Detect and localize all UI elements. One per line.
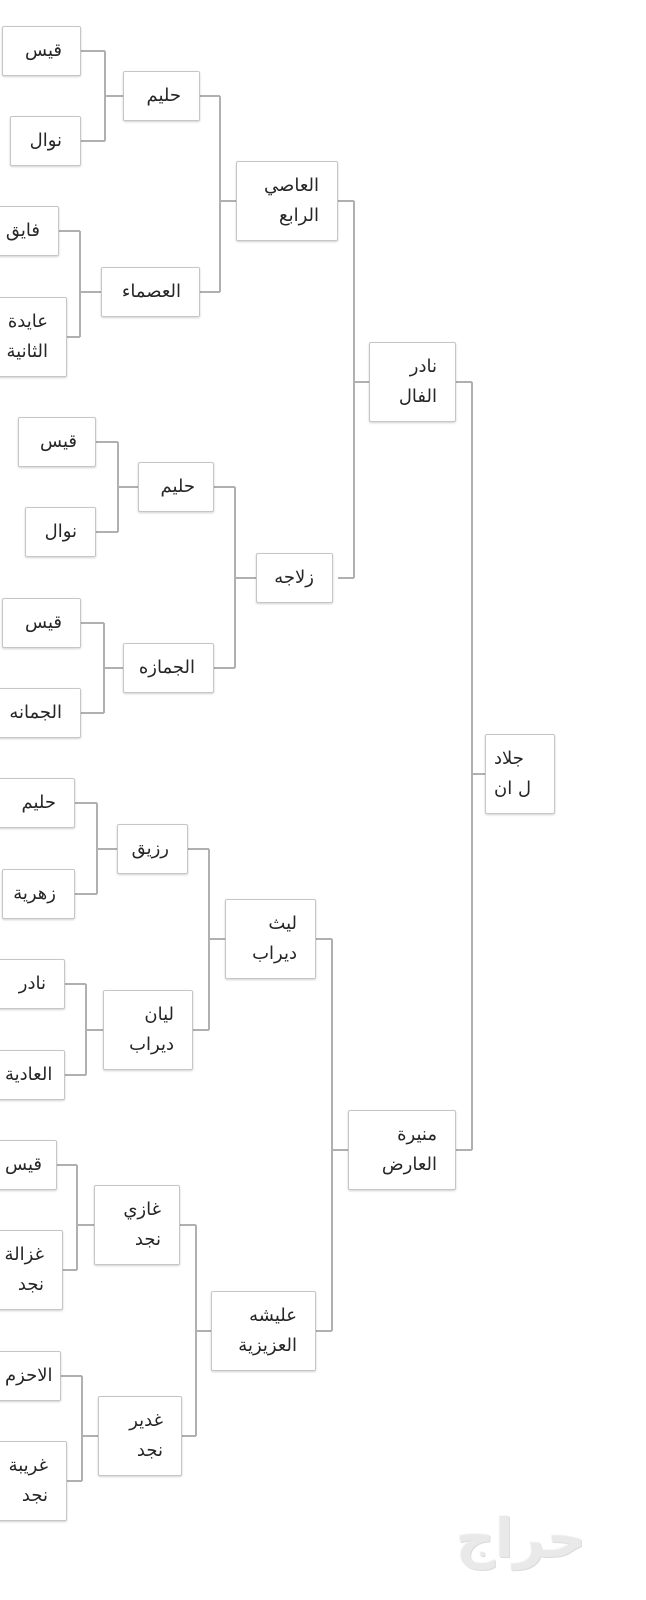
r32-entry-label: قيس [40,431,77,452]
bracket-connector [65,983,103,1076]
bracket-connector [59,230,101,338]
r32-entry-label: قيس [25,612,62,633]
r32-entry-label: غريبة نجد [8,1455,48,1506]
r32-entry-label: نوال [29,130,62,151]
bracket-connector [214,486,256,669]
r32-entry-label: حليم [21,792,57,813]
sf-entry-2: منيرة العارض [348,1110,456,1190]
r32-entry-16: غريبة نجد [0,1441,67,1521]
sf-entry-1: نادر الفال [369,342,456,422]
sf-entry-label: منيرة العارض [381,1124,437,1175]
r32-entry-label: قيس [5,1154,42,1175]
r16-entry-6: ليان ديراب [103,990,193,1070]
r16-entry-2: العصماء [101,267,200,317]
r16-entry-label: حليم [146,85,182,106]
r32-entry-label: عايدة الثانية [6,311,49,362]
r32-entry-14: غزالة نجد [0,1230,63,1310]
r32-entry-15: الاحزم [0,1351,61,1401]
final-entry: جلاد ل ان [485,734,555,814]
bracket-connector [61,1375,98,1482]
qf-entry-label: زلاجه [274,567,314,588]
r32-entry-label: الجمانه [9,702,62,723]
bracket-connector [81,622,123,714]
r16-entry-label: غدير نجد [129,1410,163,1461]
qf-entry-4: عليشه العزيزية [211,1291,316,1371]
bracket-connector [200,95,236,293]
r32-entry-9: حليم [0,778,75,828]
r32-entry-10: زهرية [2,869,75,919]
r16-entry-4: الجمازه [123,643,214,693]
r32-entry-label: الاحزم [5,1365,53,1386]
r32-entry-label: زهرية [13,883,56,904]
haraj-watermark: حراج [456,1507,586,1570]
r32-entry-4: عايدة الثانية [0,297,67,377]
bracket-connector [338,200,369,579]
qf-entry-label: عليشه العزيزية [238,1305,297,1356]
r32-entry-label: العادية [5,1064,53,1085]
r16-entry-label: الجمازه [138,657,195,678]
bracket-connector [316,938,348,1332]
r16-entry-label: العصماء [121,281,181,302]
r32-entry-3: فايق [0,206,59,256]
r32-entry-label: نوال [44,521,77,542]
r16-entry-8: غدير نجد [98,1396,182,1476]
r32-entry-2: نوال [10,116,81,166]
r32-entry-8: الجمانه [0,688,81,738]
r16-entry-5: رزيق [117,824,188,874]
r32-entry-13: قيس [0,1140,57,1190]
bracket-connector [456,381,485,1151]
r32-entry-7: قيس [2,598,81,648]
r16-entry-label: غازي نجد [123,1199,161,1250]
r16-entry-label: حليم [160,476,196,497]
bracket-connector [75,802,117,895]
r32-entry-label: قيس [25,40,62,61]
r32-entry-6: نوال [25,507,96,557]
r32-entry-1: قيس [2,26,81,76]
r32-entry-11: نادر [0,959,65,1009]
r16-entry-label: رزيق [131,838,169,859]
qf-entry-1: العاصي الرابع [236,161,338,241]
r16-entry-7: غازي نجد [94,1185,180,1265]
r32-entry-5: قيس [18,417,96,467]
qf-entry-2: زلاجه [256,553,333,603]
bracket-connector [180,1224,211,1437]
r32-entry-12: العادية [0,1050,65,1100]
r16-entry-1: حليم [123,71,200,121]
final-entry-label: جلاد ل ان [494,748,532,799]
bracket-connector [188,848,225,1031]
r32-entry-label: فايق [5,220,40,241]
bracket-connector [57,1164,94,1271]
sf-entry-label: نادر الفال [398,356,437,407]
bracket-connector [81,50,123,142]
r32-entry-label: نادر [18,973,46,994]
qf-entry-label: العاصي الرابع [264,175,319,226]
bracket-connector [96,441,138,533]
r16-entry-3: حليم [138,462,214,512]
qf-entry-label: ليث ديراب [252,913,297,964]
qf-entry-3: ليث ديراب [225,899,316,979]
r32-entry-label: غزالة نجد [4,1244,44,1295]
r16-entry-label: ليان ديراب [129,1004,174,1055]
